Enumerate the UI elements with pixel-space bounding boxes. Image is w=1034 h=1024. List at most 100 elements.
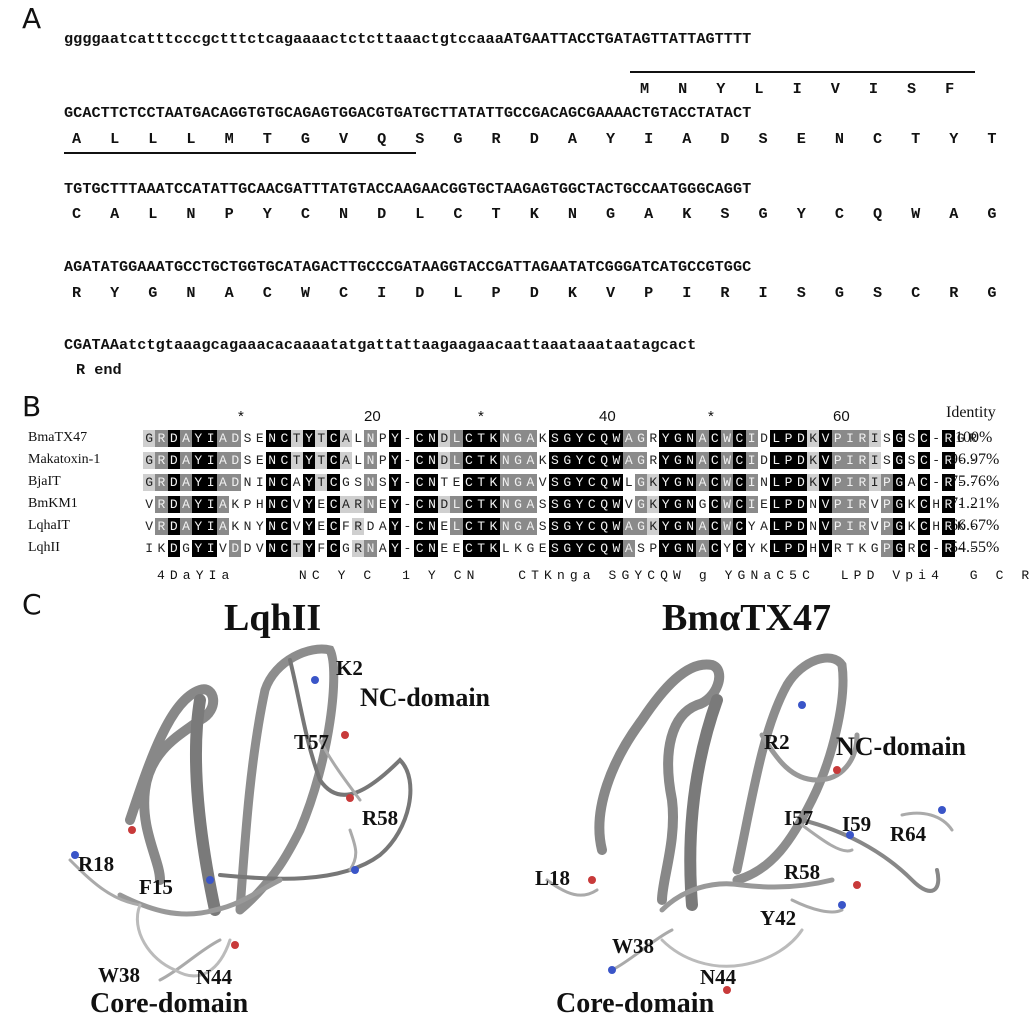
alignment-residue: R bbox=[155, 452, 168, 469]
alignment-residue: S bbox=[548, 540, 562, 557]
alignment-residue: N bbox=[499, 430, 512, 447]
alignment-residue: I bbox=[204, 474, 217, 491]
alignment-residue: I bbox=[843, 452, 857, 469]
alignment-residue: V bbox=[868, 496, 881, 513]
alignment-residue: Y bbox=[302, 540, 316, 557]
label-right-n44: N44 bbox=[700, 965, 737, 989]
alignment-residue: P bbox=[241, 496, 254, 513]
alignment-residue: Y bbox=[388, 540, 402, 557]
label-right-nc-domain: NC-domain bbox=[836, 732, 967, 761]
alignment-residue: V bbox=[819, 474, 832, 491]
alignment-residue: K bbox=[954, 518, 967, 535]
alignment-residue: T bbox=[290, 452, 303, 469]
alignment-residue: L bbox=[770, 496, 783, 513]
alignment-residue: S bbox=[548, 474, 562, 491]
label-right-i57: I57 bbox=[784, 806, 814, 830]
identity-header: Identity bbox=[946, 404, 996, 421]
alignment-residue: - bbox=[401, 452, 414, 469]
alignment-residue: R bbox=[942, 496, 955, 513]
alignment-residue: V bbox=[143, 496, 156, 513]
alignment-residue: - bbox=[401, 518, 414, 535]
alignment-residue: C bbox=[327, 452, 340, 469]
alignment-residue: - bbox=[954, 452, 967, 469]
alignment-residue: G bbox=[511, 430, 525, 447]
alignment-residue: S bbox=[352, 474, 365, 491]
alignment-residue: P bbox=[782, 518, 795, 535]
alignment-residue: C bbox=[585, 496, 598, 513]
alignment-name: BjaIT bbox=[28, 474, 61, 489]
alignment-residue: Y bbox=[720, 540, 734, 557]
alignment-residue: C bbox=[413, 518, 426, 535]
label-right-r2: R2 bbox=[764, 730, 790, 754]
alignment-residue: S bbox=[905, 430, 918, 447]
alignment-residue: N bbox=[241, 518, 254, 535]
alignment-residue: W bbox=[610, 496, 623, 513]
alignment-residue: G bbox=[671, 474, 685, 491]
alignment-residue: Y bbox=[192, 430, 205, 447]
alignment-residue: C bbox=[917, 540, 930, 557]
alignment-residue: G bbox=[893, 430, 906, 447]
alignment-residue: Y bbox=[302, 430, 316, 447]
alignment-residue: C bbox=[917, 430, 930, 447]
alignment-residue: Y bbox=[659, 430, 672, 447]
alignment-residue: Y bbox=[192, 496, 205, 513]
label-right-r64: R64 bbox=[890, 822, 927, 846]
alignment-residue: G bbox=[143, 452, 156, 469]
alignment-residue: R bbox=[905, 540, 918, 557]
alignment-residue: K bbox=[647, 496, 660, 513]
alignment-residue: W bbox=[610, 540, 623, 557]
alignment-residue: A bbox=[339, 430, 353, 447]
aa-line-3: C A L N P Y C N D L C T K N G A K S G Y … bbox=[72, 205, 1001, 223]
alignment-residue: N bbox=[425, 474, 439, 491]
alignment-residue: R bbox=[856, 496, 869, 513]
alignment-residue: C bbox=[327, 540, 340, 557]
ruler-60: 60 bbox=[833, 408, 850, 425]
alignment-residue: C bbox=[708, 540, 721, 557]
alignment-residue: Q bbox=[597, 518, 611, 535]
alignment-residue: T bbox=[475, 474, 488, 491]
alignment-residue: G bbox=[671, 540, 685, 557]
alignment-residue: N bbox=[265, 430, 279, 447]
alignment-residue: S bbox=[880, 430, 894, 447]
label-right-i59: I59 bbox=[842, 812, 872, 836]
alignment-residue: K bbox=[511, 540, 525, 557]
alignment-residue: C bbox=[462, 430, 476, 447]
alignment-residue: K bbox=[905, 496, 918, 513]
alignment-residue: R bbox=[942, 430, 955, 447]
alignment-residue: D bbox=[794, 430, 808, 447]
alignment-residue: V bbox=[253, 540, 266, 557]
alignment-residue: D bbox=[438, 452, 451, 469]
label-left-r58: R58 bbox=[362, 806, 399, 830]
alignment-residue: Y bbox=[388, 518, 402, 535]
aa-line-2: A L L L M T G V Q S G R D A Y I A D S E … bbox=[72, 130, 1001, 148]
alignment-residue: N bbox=[684, 540, 697, 557]
alignment-residue: C bbox=[708, 430, 721, 447]
alignment-residue: G bbox=[954, 430, 967, 447]
signal-peptide-underline-2 bbox=[64, 152, 416, 154]
alignment-residue: D bbox=[167, 496, 180, 513]
alignment-residue: G bbox=[634, 518, 648, 535]
alignment-residue: G bbox=[671, 518, 685, 535]
alignment-residue: L bbox=[450, 496, 463, 513]
alignment-residue: E bbox=[438, 540, 451, 557]
alignment-residue: G bbox=[561, 540, 574, 557]
alignment-residue: G bbox=[634, 430, 648, 447]
alignment-residue: G bbox=[179, 540, 193, 557]
alignment-residue: K bbox=[807, 452, 820, 469]
ruler-40: 40 bbox=[599, 408, 616, 425]
alignment-residue: F bbox=[315, 540, 328, 557]
alignment-residue: N bbox=[425, 518, 439, 535]
alignment-residue: R bbox=[352, 518, 365, 535]
alignment-residue: C bbox=[278, 452, 291, 469]
alignment-residue: P bbox=[782, 430, 795, 447]
alignment-residue: - bbox=[401, 474, 414, 491]
alignment-residue: I bbox=[204, 496, 217, 513]
alignment-residue: N bbox=[425, 430, 439, 447]
alignment-residue: E bbox=[450, 540, 463, 557]
alignment-residue: I bbox=[253, 474, 266, 491]
alignment-residue: T bbox=[315, 430, 328, 447]
alignment-name: LqhaIT bbox=[28, 518, 70, 533]
alignment-residue: - bbox=[930, 452, 943, 469]
alignment-residue: Y bbox=[573, 540, 586, 557]
